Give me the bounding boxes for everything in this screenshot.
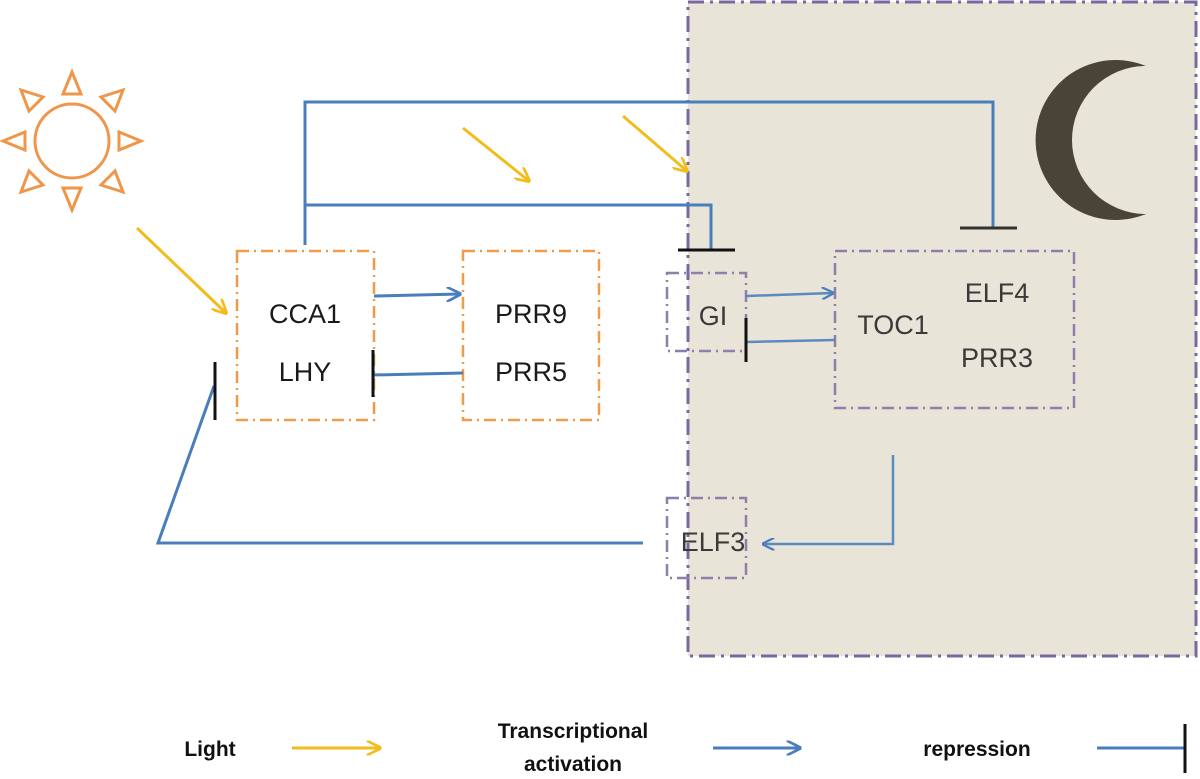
- gi-label: GI: [699, 301, 728, 331]
- light-arrow-sun: [135, 226, 226, 313]
- gi-box: [665, 271, 748, 353]
- legend-repression-label: repression: [923, 738, 1030, 761]
- prr9-prr5-box: [461, 249, 601, 422]
- light-arrow-1: [462, 126, 529, 181]
- toc1-gi-repression-line: [745, 338, 836, 344]
- toc1-elf4-prr3-box: [833, 249, 1076, 410]
- sun-icon: [0, 68, 145, 214]
- night-panel: [686, 0, 1198, 658]
- cca1-lhy-box: [235, 249, 376, 422]
- cca1-prr9-activation: [373, 294, 460, 296]
- prr3-label: PRR3: [961, 343, 1033, 373]
- legend-activation-label-line1: Transcriptional: [498, 720, 649, 743]
- light-arrow-2: [622, 114, 687, 171]
- cca1-elf4-repression-line: [303, 100, 995, 245]
- moon-icon: [1035, 59, 1146, 221]
- toc1-elf3-activation: [763, 455, 895, 544]
- elf3-cca1-repression-line: [155, 385, 643, 545]
- legend-activation-label-line2: activation: [524, 753, 622, 776]
- toc1-label: TOC1: [857, 310, 929, 340]
- elf4-label: ELF4: [965, 278, 1030, 308]
- cca1-gi-repression-line: [305, 203, 713, 250]
- lhy-label: LHY: [279, 357, 332, 387]
- legend-light-label: Light: [184, 738, 235, 761]
- prr5-label: PRR5: [495, 357, 567, 387]
- elf3-box: [665, 496, 748, 580]
- elf3-label: ELF3: [681, 527, 746, 557]
- legend: Light Transcriptional activation repress…: [184, 720, 1187, 776]
- cca1-label: CCA1: [269, 299, 341, 329]
- prr5-lhy-repression-line: [372, 371, 464, 377]
- prr9-label: PRR9: [495, 299, 567, 329]
- gi-toc1-activation: [745, 293, 833, 296]
